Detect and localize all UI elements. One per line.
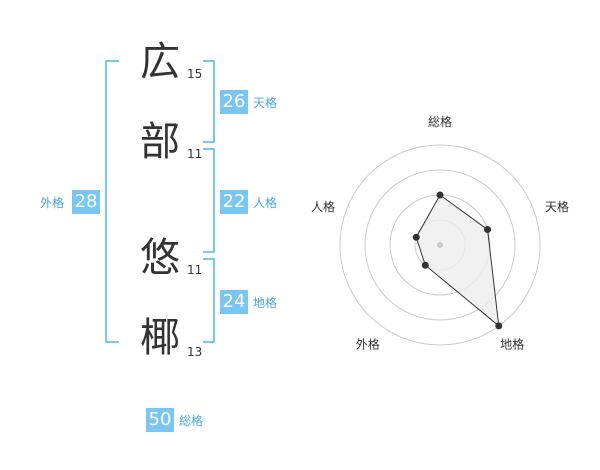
soukaku-label: 総格 xyxy=(179,414,204,428)
name-char-1: 広 xyxy=(140,39,180,85)
jinkaku-bracket xyxy=(203,148,215,253)
radar-ring-3 xyxy=(364,169,516,321)
chikaku-value: 24 xyxy=(220,290,248,314)
radar-point-0 xyxy=(436,191,444,199)
soukaku-value: 50 xyxy=(146,408,174,432)
stroke-count-3: 11 xyxy=(187,263,203,277)
radar-axis-label-4: 人格 xyxy=(311,199,335,214)
stroke-count-4: 13 xyxy=(187,345,203,359)
radar-polygon xyxy=(415,194,500,328)
tenkaku-bracket xyxy=(203,60,215,143)
radar-point-1 xyxy=(484,226,492,234)
radar-axis-label-1: 天格 xyxy=(545,199,569,214)
radar-ring-4 xyxy=(339,144,541,346)
chikaku-bracket xyxy=(203,258,215,343)
radar-axis-label-3: 外格 xyxy=(356,337,380,352)
name-char-2: 部 xyxy=(140,119,180,165)
stroke-count-1: 15 xyxy=(187,67,203,81)
gaikaku-value: 28 xyxy=(72,190,100,214)
radar-axis-label-0: 総格 xyxy=(428,114,452,129)
name-char-3: 悠 xyxy=(140,235,180,281)
jinkaku-value: 22 xyxy=(220,190,248,214)
chikaku-label: 地格 xyxy=(253,296,278,310)
tenkaku-value: 26 xyxy=(220,90,248,114)
stroke-count-2: 11 xyxy=(187,147,203,161)
radar-point-3 xyxy=(421,261,429,269)
radar-point-2 xyxy=(495,322,503,330)
tenkaku-label: 天格 xyxy=(253,96,278,110)
gaikaku-bracket xyxy=(105,60,119,343)
radar-axis-label-2: 地格 xyxy=(500,337,524,352)
radar-point-4 xyxy=(412,233,420,241)
name-char-4: 椰 xyxy=(140,315,180,361)
gaikaku-label: 外格 xyxy=(40,196,65,210)
jinkaku-label: 人格 xyxy=(253,196,278,210)
radar-center-dot xyxy=(437,242,443,248)
